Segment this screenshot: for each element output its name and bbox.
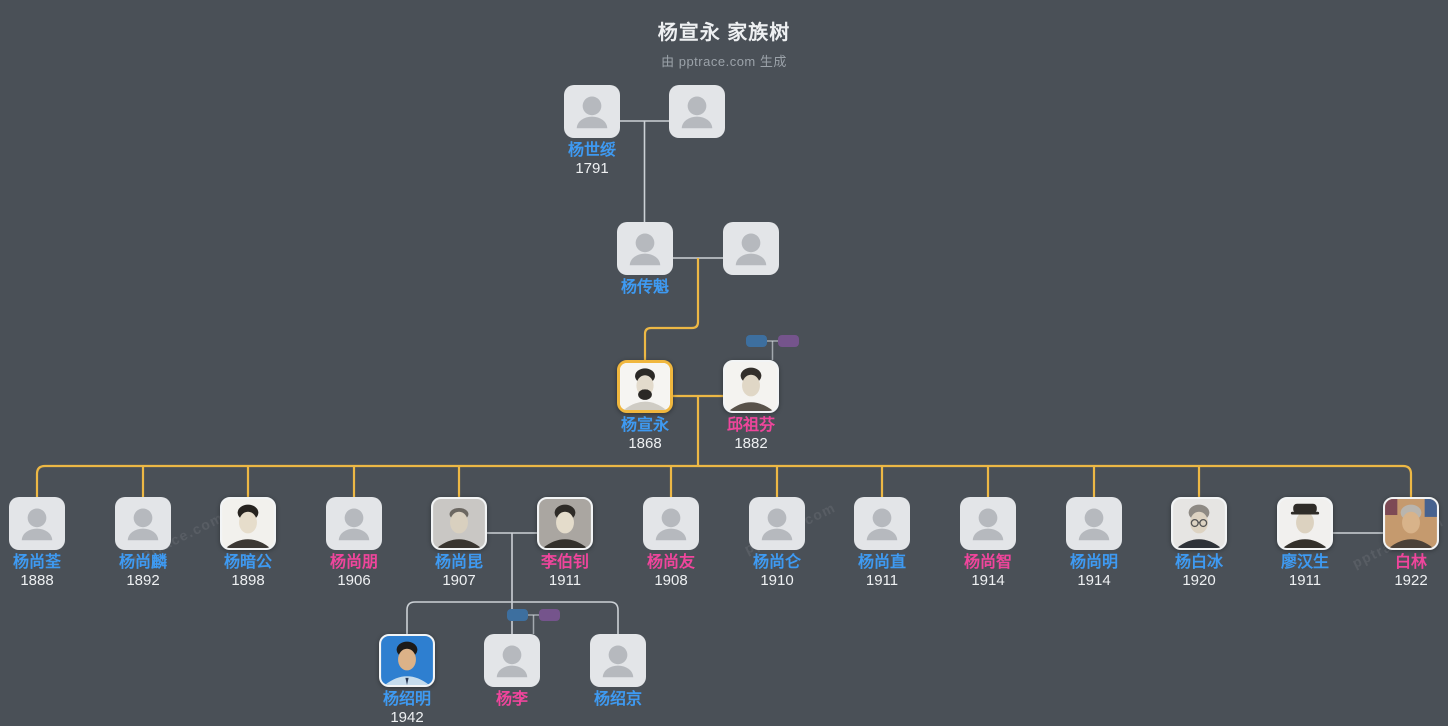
descent-line [643,258,700,360]
person-node-yang-shangquan[interactable] [9,497,65,550]
person-node-qiu-zufen[interactable] [723,360,779,413]
person-node-yang-shangyou[interactable] [643,497,699,550]
person-node-yang-shaojing[interactable] [590,634,646,687]
portrait-photo [620,363,670,410]
collapsed-branch-badge-blue[interactable] [507,609,528,621]
person-silhouette-icon [761,508,793,541]
person-silhouette-icon [735,233,767,266]
person-node-yang-xuanyong[interactable] [617,360,673,413]
person-node-liao-hansheng[interactable] [1277,497,1333,550]
portrait-photo [1173,499,1225,548]
portrait-photo [1385,499,1437,548]
portrait-photo [1279,499,1331,548]
person-silhouette-icon [655,508,687,541]
person-silhouette-icon [127,508,159,541]
person-node-yang-shaoming[interactable] [379,634,435,687]
person-node-unnamed-spouse[interactable] [723,222,779,275]
person-silhouette-icon [602,645,634,678]
person-node-unnamed-spouse[interactable] [669,85,725,138]
person-silhouette-icon [338,508,370,541]
person-node-li-bozhao[interactable] [537,497,593,550]
portrait-photo [433,499,485,548]
children-bus-line [35,464,1413,497]
person-node-yang-shangkun[interactable] [431,497,487,550]
person-silhouette-icon [1078,508,1110,541]
person-node-yang-shangming[interactable] [1066,497,1122,550]
person-node-yang-shanglun[interactable] [749,497,805,550]
person-silhouette-icon [972,508,1004,541]
person-node-yang-shisui[interactable] [564,85,620,138]
person-node-yang-shangzhi[interactable] [854,497,910,550]
portrait-photo [539,499,591,548]
person-silhouette-icon [576,96,608,129]
collapsed-branch-badge-blue[interactable] [746,335,767,347]
person-silhouette-icon [681,96,713,129]
portrait-photo [725,362,777,411]
person-silhouette-icon [629,233,661,266]
portrait-photo [381,636,433,685]
person-node-yang-shanglin[interactable] [115,497,171,550]
person-node-yang-angong[interactable] [220,497,276,550]
person-node-yang-baibing[interactable] [1171,497,1227,550]
person-node-yang-shangzhi2[interactable] [960,497,1016,550]
person-node-bailin[interactable] [1383,497,1439,550]
person-node-yang-li[interactable] [484,634,540,687]
person-node-yang-shangpeng[interactable] [326,497,382,550]
person-node-yang-chuankui[interactable] [617,222,673,275]
collapsed-branch-badge-purple[interactable] [778,335,799,347]
person-silhouette-icon [21,508,53,541]
person-silhouette-icon [496,645,528,678]
portrait-photo [222,499,274,548]
collapsed-branch-badge-purple[interactable] [539,609,560,621]
person-silhouette-icon [866,508,898,541]
